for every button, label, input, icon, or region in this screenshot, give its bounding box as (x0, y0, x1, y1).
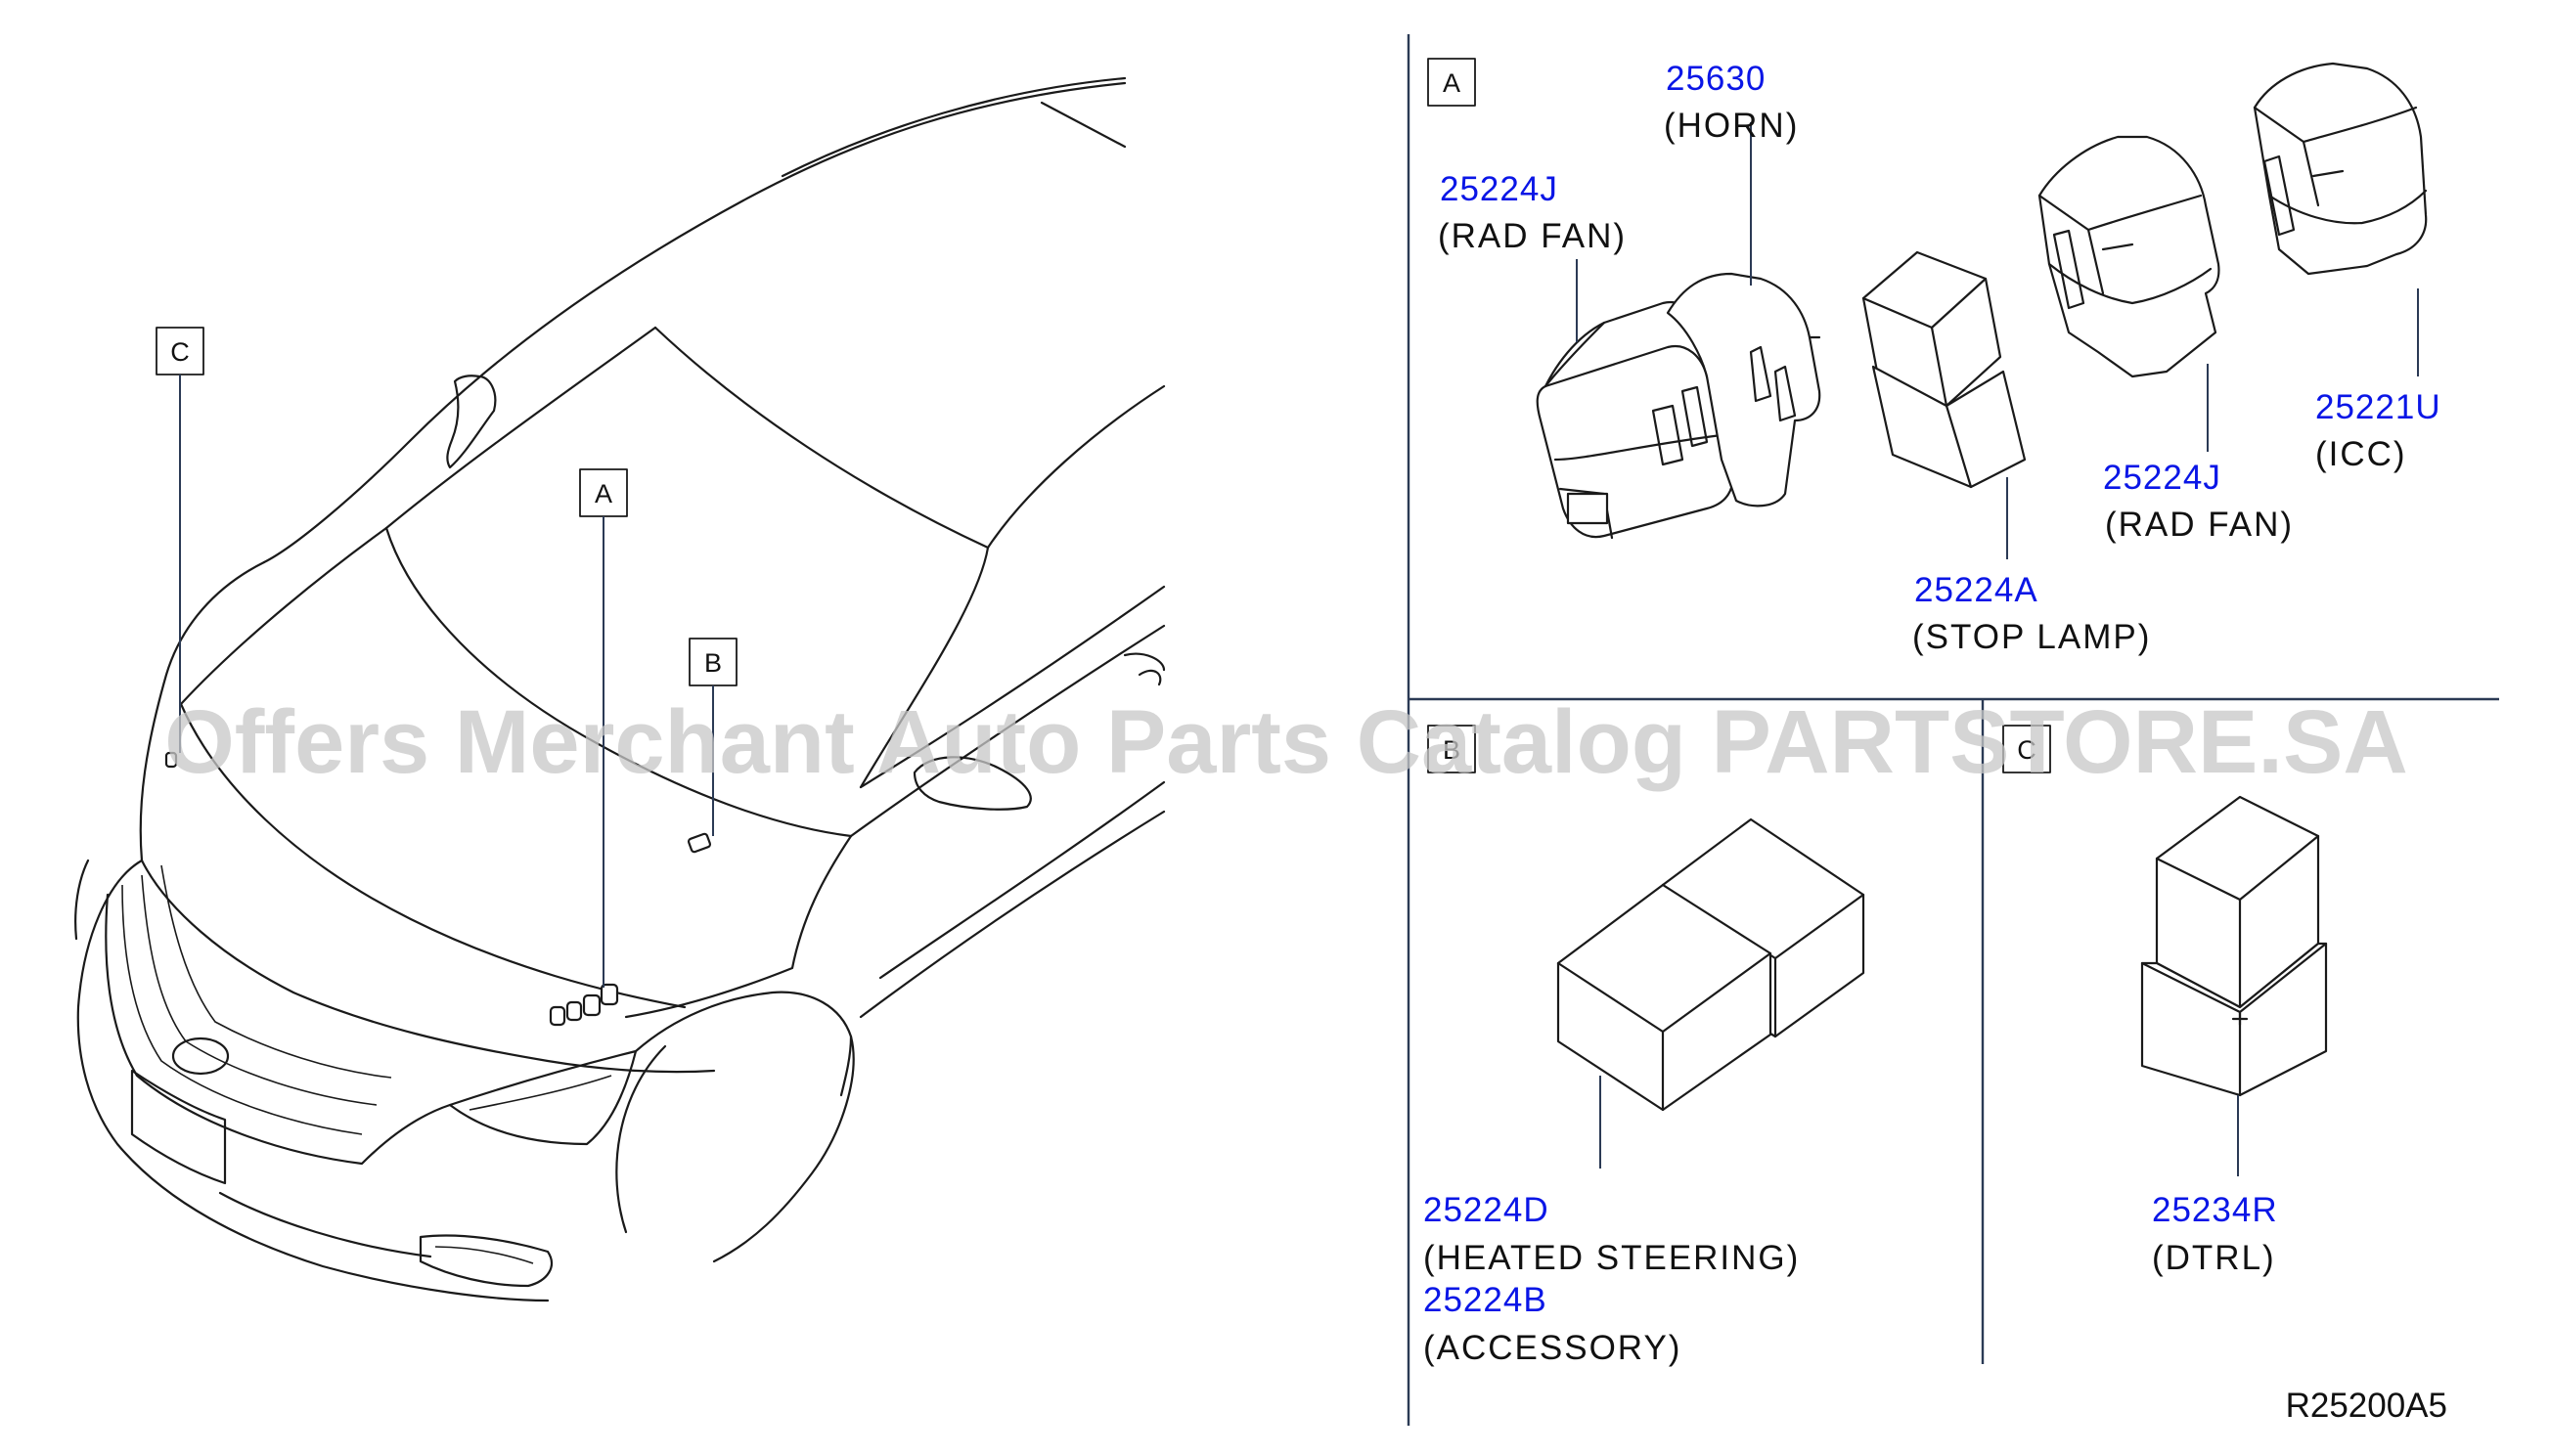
panel-b-tag: B (1443, 735, 1460, 765)
panel-a-tag: A (1443, 68, 1460, 98)
car-callout-c-label: C (170, 337, 190, 367)
part-desc-heated-steering: (HEATED STEERING) (1423, 1239, 1800, 1277)
panel-dividers (1407, 34, 2499, 1426)
watermark: Offers Merchant Auto Parts Catalog PARTS… (164, 692, 2408, 792)
panel-a: A (1427, 58, 2441, 656)
car-illustration (74, 76, 1166, 1302)
relay-stop-lamp (1861, 250, 2027, 489)
part-desc-rad-fan-right: (RAD FAN) (2105, 506, 2294, 544)
part-desc-dtrl: (DTRL) (2152, 1239, 2276, 1277)
part-number-horn: 25630 (1666, 60, 1766, 98)
part-number-rad-fan-left: 25224J (1440, 170, 1558, 208)
car-callout-a: A (579, 468, 628, 988)
relay-dtrl (2140, 795, 2328, 1097)
part-number-stop-lamp: 25224A (1914, 571, 2038, 609)
relay-icc (2253, 62, 2428, 276)
panel-c-tag: C (2017, 735, 2036, 765)
car-callout-a-label: A (595, 479, 612, 508)
part-number-accessory: 25224B (1423, 1281, 1547, 1319)
relay-horn (1666, 272, 1821, 507)
part-desc-icc: (ICC) (2315, 435, 2407, 473)
panel-b: B 25224D (HEATED STEERING) 25224B (ACCES… (1423, 725, 1865, 1367)
car-callout-c: C (156, 327, 204, 753)
part-desc-rad-fan-left: (RAD FAN) (1438, 217, 1627, 255)
part-desc-horn: (HORN) (1664, 107, 1799, 145)
car-callout-b: B (689, 638, 738, 836)
car-callout-b-label: B (704, 648, 722, 678)
part-number-rad-fan-right: 25224J (2103, 459, 2221, 497)
reference-code: R25200A5 (2286, 1387, 2447, 1425)
relay-heated-steering-accessory (1556, 817, 1865, 1112)
part-desc-stop-lamp: (STOP LAMP) (1912, 618, 2151, 656)
part-desc-accessory: (ACCESSORY) (1423, 1329, 1681, 1367)
part-number-dtrl: 25234R (2152, 1191, 2278, 1229)
relay-rad-fan-right (2037, 135, 2220, 378)
part-number-icc: 25221U (2315, 388, 2441, 426)
part-number-heated-steering: 25224D (1423, 1191, 1549, 1229)
panel-c: C 25234R (DTRL) (2002, 725, 2328, 1277)
